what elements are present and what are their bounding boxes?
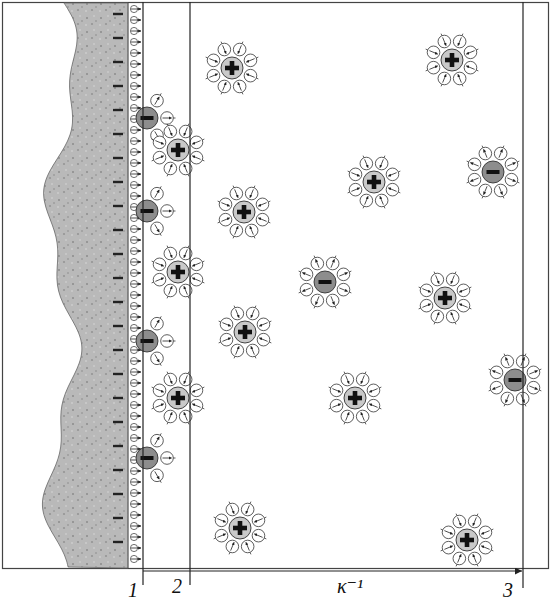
water-dipole	[130, 489, 141, 496]
surface-charge	[113, 277, 123, 279]
hydrated-cation	[206, 42, 259, 95]
surface-charge	[113, 469, 123, 471]
water-dipole	[130, 357, 141, 364]
water-dipole	[130, 302, 141, 309]
adsorbed-anion	[136, 433, 176, 482]
callout-number: 2	[170, 575, 184, 597]
water-dipole	[130, 258, 141, 265]
water-dipole	[130, 71, 141, 78]
hydrated-cation	[152, 372, 205, 425]
boundary-line	[522, 2, 523, 588]
callout-number: 1	[126, 579, 140, 601]
surface-charge	[113, 493, 123, 495]
callout-number: κ⁻¹	[335, 575, 365, 597]
water-dipole	[130, 49, 141, 56]
water-dipole	[130, 137, 141, 144]
surface-charge	[113, 253, 123, 255]
surface-charge	[113, 541, 123, 543]
water-dipole	[130, 148, 141, 155]
surface-edge	[128, 3, 129, 568]
water-dipole	[130, 522, 141, 529]
water-dipole	[130, 390, 141, 397]
water-dipole	[130, 181, 141, 188]
water-dipole	[130, 368, 141, 375]
water-dipole	[130, 434, 141, 441]
water-dipole	[130, 247, 141, 254]
water-dipole	[130, 379, 141, 386]
water-dipole	[130, 269, 141, 276]
water-dipole	[130, 291, 141, 298]
water-dipole	[130, 412, 141, 419]
surface-charge	[113, 181, 123, 183]
water-dipole	[130, 60, 141, 67]
surface-charge	[113, 445, 123, 447]
surface-charge	[113, 397, 123, 399]
frame	[3, 3, 549, 569]
hydrated-cation	[214, 502, 267, 555]
water-dipole	[130, 544, 141, 551]
surface-charge	[113, 13, 123, 15]
water-dipole	[130, 82, 141, 89]
water-dipole	[130, 533, 141, 540]
hydrated-cation	[218, 186, 271, 239]
surface-charge	[113, 61, 123, 63]
surface-charge	[113, 157, 123, 159]
surface-charge	[113, 37, 123, 39]
hydrated-cation	[152, 246, 205, 299]
surface-charge	[113, 205, 123, 207]
surface-charge	[113, 229, 123, 231]
hydrated-cation	[348, 156, 401, 209]
dimension-arrow	[190, 570, 522, 571]
water-dipole	[130, 5, 141, 12]
surface-charge	[113, 349, 123, 351]
hydrated-cation	[152, 124, 205, 177]
surface-charge	[113, 517, 123, 519]
dimension-line	[143, 570, 190, 571]
water-dipole	[130, 236, 141, 243]
hydrated-anion	[489, 354, 542, 407]
hydrated-cation	[426, 34, 479, 87]
water-dipole	[130, 126, 141, 133]
water-dipole	[130, 16, 141, 23]
hydrated-cation	[219, 306, 272, 359]
hydrated-cation	[419, 272, 472, 325]
surface-charge	[113, 133, 123, 135]
water-dipole	[130, 555, 141, 562]
surface-charge	[113, 325, 123, 327]
water-dipole	[130, 500, 141, 507]
water-dipole	[130, 423, 141, 430]
adsorbed-anion	[136, 186, 176, 235]
water-dipole	[130, 192, 141, 199]
boundary-line	[189, 2, 190, 585]
water-dipole	[130, 27, 141, 34]
surface-charge	[113, 421, 123, 423]
water-dipole	[130, 38, 141, 45]
hydrated-cation	[441, 514, 494, 567]
surface-charge	[113, 109, 123, 111]
water-dipole	[130, 93, 141, 100]
surface-charge	[113, 301, 123, 303]
water-dipole	[130, 313, 141, 320]
solid-surface	[42, 3, 128, 568]
water-dipole	[130, 170, 141, 177]
water-dipole	[130, 280, 141, 287]
hydrated-anion	[299, 256, 352, 309]
hydrated-cation	[329, 372, 382, 425]
water-dipole	[130, 159, 141, 166]
water-dipole	[130, 478, 141, 485]
water-dipole	[130, 324, 141, 331]
water-dipole	[130, 467, 141, 474]
boundary-line	[142, 2, 143, 585]
surface-charge	[113, 85, 123, 87]
water-dipole	[130, 401, 141, 408]
hydrated-anion	[467, 146, 520, 199]
water-dipole	[130, 225, 141, 232]
water-dipole	[130, 511, 141, 518]
callout-number: 3	[501, 579, 515, 601]
surface-charge	[113, 373, 123, 375]
adsorbed-anion	[136, 316, 176, 365]
